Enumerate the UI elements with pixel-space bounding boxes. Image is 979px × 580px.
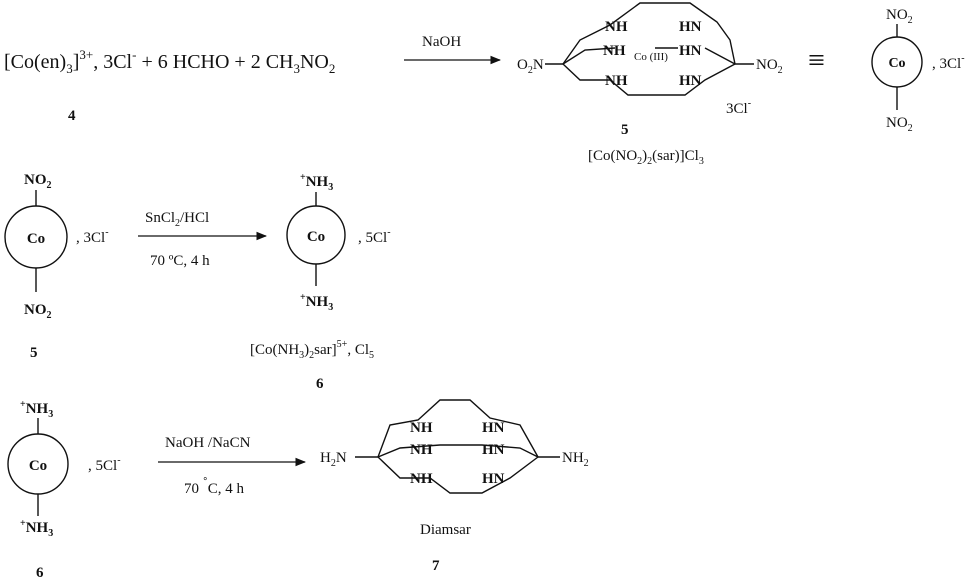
right-circle-top-amine: +NH3	[300, 172, 333, 193]
compound-label-6b: 6	[36, 565, 44, 580]
left-circle-top-nitro: NO2	[24, 172, 52, 191]
row1: [Co(en)3]3+, 3Cl- + 6 HCHO + 2 CH3NO2 4 …	[4, 2, 965, 167]
cage-top-strand	[562, 2, 736, 65]
row3-circle-top-amine: +NH3	[20, 399, 53, 420]
left-circle-counterion: , 3Cl-	[76, 227, 109, 246]
circle-metal: Co	[888, 56, 905, 71]
cage-metal-label: Co (III)	[634, 51, 668, 63]
diamsar-nh-1: NH	[410, 420, 433, 436]
diamsar-nh-2: NH	[410, 442, 433, 458]
circle-schematic-6: +NH3 Co +NH3 , 5Cl-	[286, 172, 391, 313]
cage-nh-1: NH	[605, 19, 628, 35]
right-circle-metal: Co	[307, 229, 325, 245]
cage-counterion: 3Cl-	[726, 98, 751, 117]
reagent-sncl2-hcl: SnCl2/HCl	[145, 210, 209, 229]
reactants-equation: [Co(en)3]3+, 3Cl- + 6 HCHO + 2 CH3NO2	[4, 47, 335, 76]
compound-label-7: 7	[432, 558, 440, 574]
diamsar-top-strand	[377, 399, 539, 458]
circle-top-nitro: NO2	[886, 7, 913, 26]
equivalence-sign: ≡	[808, 44, 825, 77]
compound-label-6: 6	[316, 376, 324, 392]
cage-compound-5: NH HN NH Co (III) HN NH HN O2N NO2 3Cl-	[517, 2, 783, 117]
row3-circle-bottom-amine: +NH3	[20, 518, 53, 539]
cage-hn-1: HN	[679, 19, 702, 35]
reagent-naoh-nacn: NaOH /NaCN	[165, 435, 251, 451]
circle-counterion: , 3Cl-	[932, 53, 965, 72]
cage-hn-3: HN	[679, 73, 702, 89]
circle-bottom-nitro: NO2	[886, 115, 913, 134]
formula-6: [Co(NH3)2sar]5+, Cl5	[250, 339, 374, 361]
left-circle-bottom-nitro: NO2	[24, 302, 52, 321]
cage-nh-2: NH	[603, 43, 626, 59]
diamsar-bottom-strand	[377, 456, 539, 494]
conditions-70c-4h: 70 ºC, 4 h	[150, 253, 210, 269]
row3-circle-counterion: , 5Cl-	[88, 455, 121, 474]
row2: NO2 Co NO2 , 3Cl- 5 SnCl2/HCl 70 ºC, 4 h…	[4, 172, 391, 392]
diamsar-left-amine: H2N	[320, 450, 347, 469]
diamsar-hn-3: HN	[482, 471, 505, 487]
cage-right-nitro: NO2	[756, 57, 783, 76]
row3: +NH3 Co +NH3 , 5Cl- 6 NaOH /NaCN 70 ˚C, …	[7, 399, 589, 580]
right-circle-bottom-amine: +NH3	[300, 292, 333, 313]
circle-schematic-5-left: NO2 Co NO2 , 3Cl-	[4, 172, 109, 321]
diamsar-hn-1: HN	[482, 420, 505, 436]
right-circle-counterion: , 5Cl-	[358, 227, 391, 246]
cage-nh-3: NH	[605, 73, 628, 89]
compound-label-5: 5	[621, 122, 629, 138]
conditions-70c-4h-b: 70 ˚C, 4 h	[184, 476, 245, 497]
circle-schematic-6-left: +NH3 Co +NH3 , 5Cl-	[7, 399, 121, 539]
cage-bottom-strand	[562, 63, 736, 96]
cage-middle-strand	[562, 47, 736, 65]
formula-5: [Co(NO2)2(sar)]Cl3	[588, 148, 704, 167]
compound-label-5b: 5	[30, 345, 38, 361]
row3-circle-metal: Co	[29, 458, 47, 474]
circle-schematic-5: NO2 Co NO2 , 3Cl-	[871, 7, 965, 134]
diamsar-right-amine: NH2	[562, 450, 589, 469]
cage-hn-2: HN	[679, 43, 702, 59]
diamsar-cage: NH HN NH HN NH HN H2N NH2	[320, 399, 589, 494]
diamsar-nh-3: NH	[410, 471, 433, 487]
diamsar-name: Diamsar	[420, 522, 471, 538]
left-circle-metal: Co	[27, 231, 45, 247]
diamsar-middle-strand	[377, 444, 539, 458]
diamsar-hn-2: HN	[482, 442, 505, 458]
reagent-naoh: NaOH	[422, 34, 461, 50]
compound-label-4: 4	[68, 108, 76, 124]
cage-left-nitro: O2N	[517, 57, 544, 76]
